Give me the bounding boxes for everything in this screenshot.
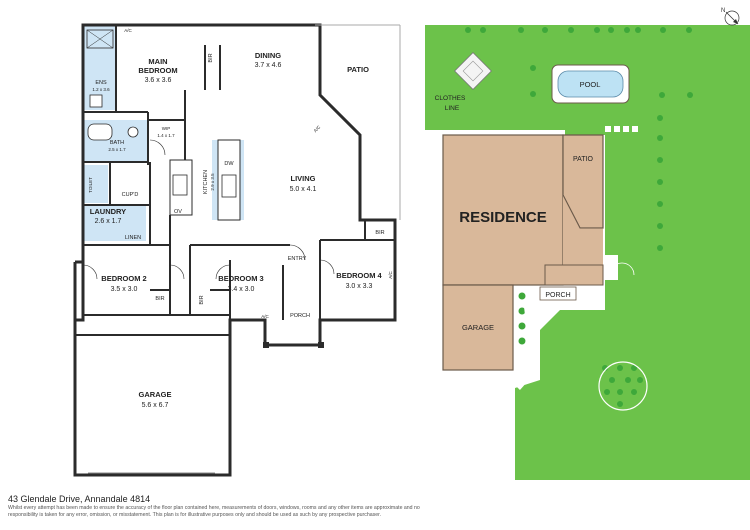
label-bir-bed4: BIR — [375, 230, 384, 236]
room-dining-dims: 3.7 x 4.6 — [255, 62, 282, 69]
driveway-curve — [509, 298, 540, 390]
disclaimer-text: Whilst every attempt has been made to en… — [8, 505, 420, 518]
site-plan-labels: RESIDENCE PATIO GARAGE PORCH POOL CLOTHE… — [435, 80, 601, 332]
pool-label: POOL — [580, 80, 601, 89]
garage-label: GARAGE — [462, 323, 494, 332]
label-ov: OV — [174, 209, 182, 215]
north-arrow-icon: N — [721, 8, 740, 26]
residence-label: RESIDENCE — [459, 209, 547, 226]
site-plan — [425, 25, 750, 480]
label-ac-3: A/C — [261, 314, 269, 319]
room-main-bedroom-dims: 3.6 x 3.6 — [145, 77, 172, 84]
tree-icons — [465, 27, 693, 407]
address-caption: 43 Glendale Drive, Annandale 4814 — [8, 494, 151, 504]
label-ac-4: A/C — [388, 271, 393, 279]
room-kitchen-name: KITCHEN — [203, 170, 209, 194]
room-ens-name: ENS — [95, 80, 107, 86]
room-dining-name: DINING — [255, 51, 281, 60]
label-porch-floor: PORCH — [290, 313, 310, 319]
label-ac-2: A/C — [313, 124, 322, 133]
room-bath-name: BATH — [110, 140, 124, 146]
room-living-dims: 5.0 x 4.1 — [290, 186, 317, 193]
room-bedroom3-dims: 3.4 x 3.0 — [228, 286, 255, 293]
room-garage-name: GARAGE — [139, 390, 172, 399]
room-patio-name: PATIO — [347, 65, 369, 74]
room-wip-name: WIP — [162, 126, 171, 131]
garden-bed — [598, 361, 648, 411]
north-label: N — [721, 8, 725, 14]
label-dw: DW — [224, 161, 234, 167]
room-bedroom2-name: BEDROOM 2 — [101, 274, 146, 283]
clothes-line-label-2: LINE — [445, 105, 460, 112]
room-bedroom4-dims: 3.0 x 3.3 — [346, 283, 373, 290]
label-bir-bed2: BIR — [155, 296, 164, 302]
pool-water — [557, 70, 624, 98]
clothes-line-label-1: CLOTHES — [435, 95, 466, 102]
room-ens-dims: 1.2 x 3.6 — [92, 87, 110, 92]
room-main-bedroom-name-1: MAIN — [148, 57, 167, 66]
label-bir-bed3: BIR — [199, 295, 205, 304]
label-ac-1: A/C — [124, 28, 132, 33]
room-kitchen-dims: 2.9 x 3.5 — [210, 173, 215, 191]
room-bedroom4-name: BEDROOM 4 — [336, 271, 382, 280]
room-bath-dims: 2.5 x 1.7 — [108, 147, 126, 152]
room-bedroom3-name: BEDROOM 3 — [218, 274, 263, 283]
room-main-bedroom-name-2: BEDROOM — [138, 66, 177, 75]
room-bedroom2-dims: 3.5 x 3.0 — [111, 286, 138, 293]
room-garage-dims: 5.6 x 6.7 — [142, 402, 169, 409]
garage-block — [442, 284, 514, 371]
floor-plan-labels: MAIN BEDROOM 3.6 x 3.6 ENS 1.2 x 3.6 BAT… — [88, 28, 393, 409]
porch-label: PORCH — [545, 292, 570, 299]
floor-plan — [73, 23, 401, 477]
label-linen: LINEN — [125, 235, 141, 241]
fence-posts — [605, 126, 638, 132]
clothes-line-icon — [454, 52, 492, 90]
label-bir-main: BIR — [208, 53, 214, 62]
label-cupd: CUP'D — [122, 192, 139, 198]
room-laundry-name: LAUNDRY — [90, 207, 126, 216]
room-wip-dims: 1.4 x 1.7 — [157, 133, 175, 138]
label-entry: ENTRY — [288, 256, 307, 262]
label-toilet: TOILET — [88, 177, 93, 193]
room-laundry-dims: 2.6 x 1.7 — [95, 218, 122, 225]
room-living-name: LIVING — [290, 174, 315, 183]
patio-label: PATIO — [573, 156, 594, 163]
